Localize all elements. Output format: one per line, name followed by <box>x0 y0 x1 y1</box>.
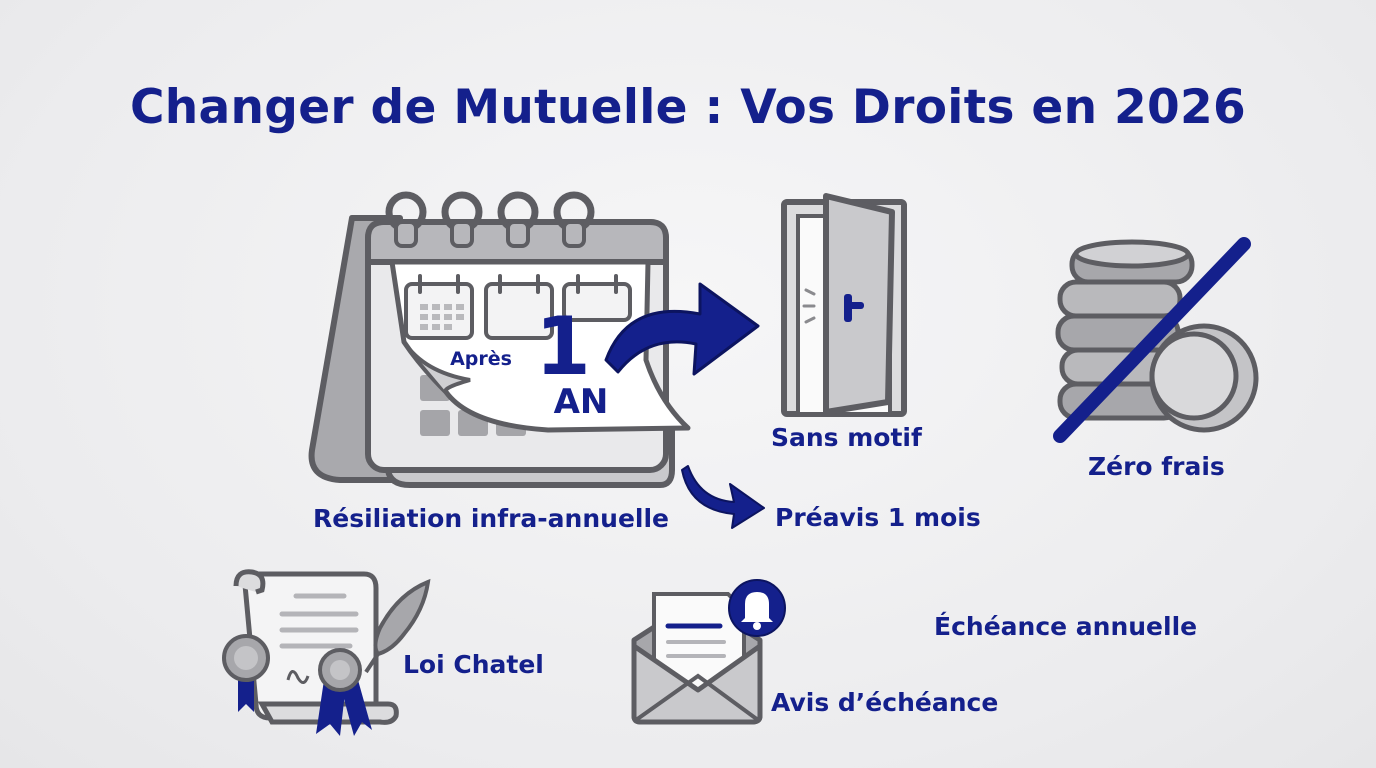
quill-icon <box>364 578 431 674</box>
arrow-icon <box>681 465 765 529</box>
label-preavis: Préavis 1 mois <box>775 503 981 532</box>
label-loi-chatel: Loi Chatel <box>403 650 544 679</box>
label-resiliation: Résiliation infra-annuelle <box>313 504 669 533</box>
strike-icon <box>1053 237 1251 443</box>
coins-icon <box>1055 239 1259 433</box>
door-icon <box>781 193 907 417</box>
calendar-number: 1 <box>535 300 591 393</box>
label-avis: Avis d’échéance <box>771 688 999 717</box>
bell-icon <box>728 579 786 637</box>
calendar-prefix: Après <box>450 348 512 370</box>
label-sans-motif: Sans motif <box>771 423 922 452</box>
arrow-icon <box>604 282 760 376</box>
certificate-icon <box>222 569 399 736</box>
label-echeance: Échéance annuelle <box>934 612 1198 641</box>
envelope-icon <box>631 592 763 725</box>
calendar-icon: Après 1 AN <box>308 191 691 488</box>
label-zero-frais: Zéro frais <box>1088 452 1225 481</box>
calendar-unit: AN <box>554 382 609 422</box>
page-title: Changer de Mutuelle : Vos Droits en 2026 <box>129 80 1247 135</box>
